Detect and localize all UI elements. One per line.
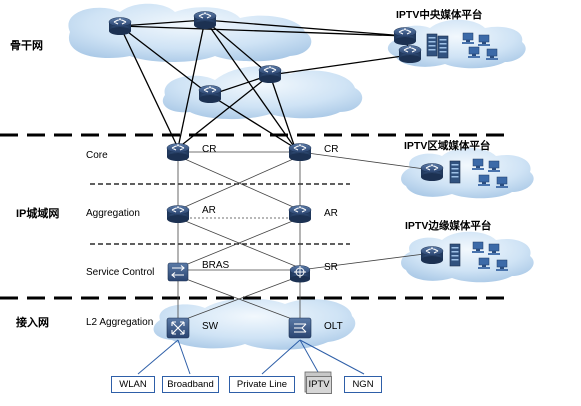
service-box-wlan: WLAN [111, 376, 155, 393]
backbone-cloud-middle [162, 66, 363, 120]
layer-label-service-control: Service Control [86, 267, 155, 278]
backbone-router-4-icon [198, 85, 222, 104]
node-label-olt: OLT [324, 321, 343, 332]
cr-left-router-icon [166, 143, 190, 162]
central-platform-server-icon [426, 33, 438, 57]
platform-label-central: IPTV中央媒体平台 [396, 9, 483, 21]
node-label-sw: SW [202, 321, 219, 332]
service-box-broadband: Broadband [162, 376, 219, 393]
central-platform-server-2-icon [437, 35, 449, 59]
regional-platform-pc-4-icon [495, 176, 509, 189]
regional-platform-server-icon [449, 160, 461, 184]
backbone-router-2-icon [193, 11, 217, 30]
platform-label-edge: IPTV边缘媒体平台 [405, 220, 492, 232]
node-label-ar-right: AR [324, 208, 338, 219]
ar-right-router-icon [288, 205, 312, 224]
ar-left-router-icon [166, 205, 190, 224]
regional-platform-pc-3-icon [477, 174, 491, 187]
access-links [137, 339, 365, 375]
backbone-links [119, 19, 411, 149]
regional-platform-router-icon [420, 163, 444, 182]
layer-label-aggregation: Aggregation [86, 208, 140, 219]
metro-links [177, 151, 433, 323]
zone-label-backbone: 骨干网 [10, 40, 43, 52]
central-platform-pc-4-icon [485, 48, 499, 61]
backbone-router-1-icon [108, 17, 132, 36]
edge-platform-pc-2-icon [487, 243, 501, 256]
edge-platform-cloud [401, 231, 534, 283]
node-label-cr-left: CR [202, 144, 217, 155]
node-label-ar-left: AR [202, 205, 216, 216]
service-box-ngn: NGN [344, 376, 382, 393]
node-label-cr-right: CR [324, 144, 339, 155]
regional-platform-pc-1-icon [471, 158, 485, 171]
edge-platform-pc-1-icon [471, 241, 485, 254]
bras-icon [167, 262, 189, 282]
backbone-cloud-top [68, 3, 312, 62]
central-platform-pc-2-icon [477, 34, 491, 47]
node-label-bras: BRAS [202, 260, 230, 271]
backbone-router-3-icon [258, 65, 282, 84]
edge-platform-server-icon [449, 243, 461, 267]
edge-platform-pc-4-icon [495, 259, 509, 272]
zone-label-access: 接入网 [16, 317, 49, 329]
service-box-iptv: IPTV [306, 376, 332, 394]
layer-label-l2-aggregation: L2 Aggregation [86, 317, 154, 328]
service-box-private-line: Private Line [229, 376, 295, 393]
olt-icon [288, 317, 312, 339]
sr-icon [289, 265, 311, 283]
regional-platform-cloud [401, 147, 534, 199]
central-platform-router-1-icon [393, 27, 417, 46]
central-platform-pc-1-icon [461, 32, 475, 45]
sw-switch-icon [166, 317, 190, 339]
central-platform-router-2-icon [398, 45, 422, 64]
layer-label-core: Core [86, 150, 108, 161]
platform-label-regional: IPTV区域媒体平台 [404, 140, 491, 152]
edge-platform-router-icon [420, 246, 444, 265]
cr-right-router-icon [288, 143, 312, 162]
edge-platform-pc-3-icon [477, 257, 491, 270]
node-label-sr: SR [324, 262, 338, 273]
zone-label-ip-metro: IP城域网 [16, 208, 60, 220]
regional-platform-pc-2-icon [487, 160, 501, 173]
central-platform-pc-3-icon [467, 46, 481, 59]
